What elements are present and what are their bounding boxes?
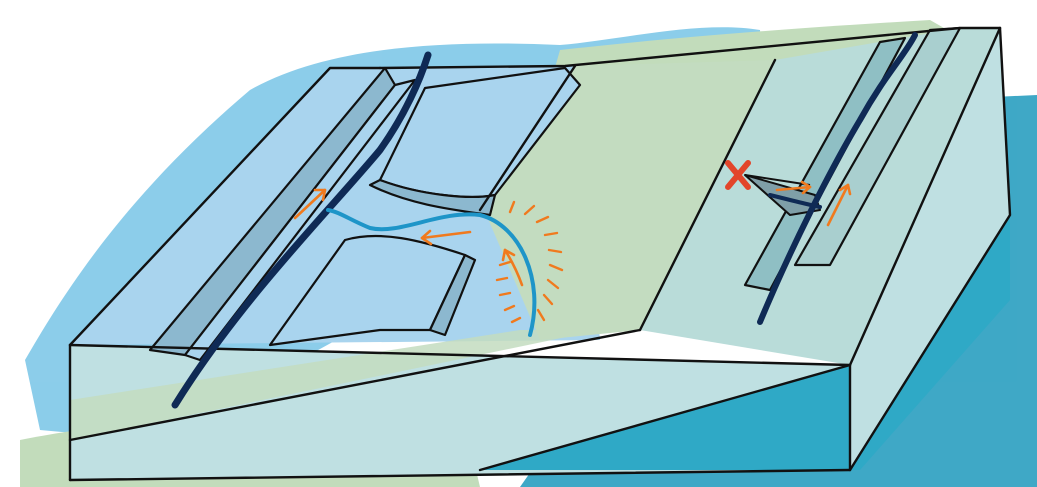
block-diagram: [0, 0, 1037, 487]
diagram-stage: [0, 0, 1037, 487]
